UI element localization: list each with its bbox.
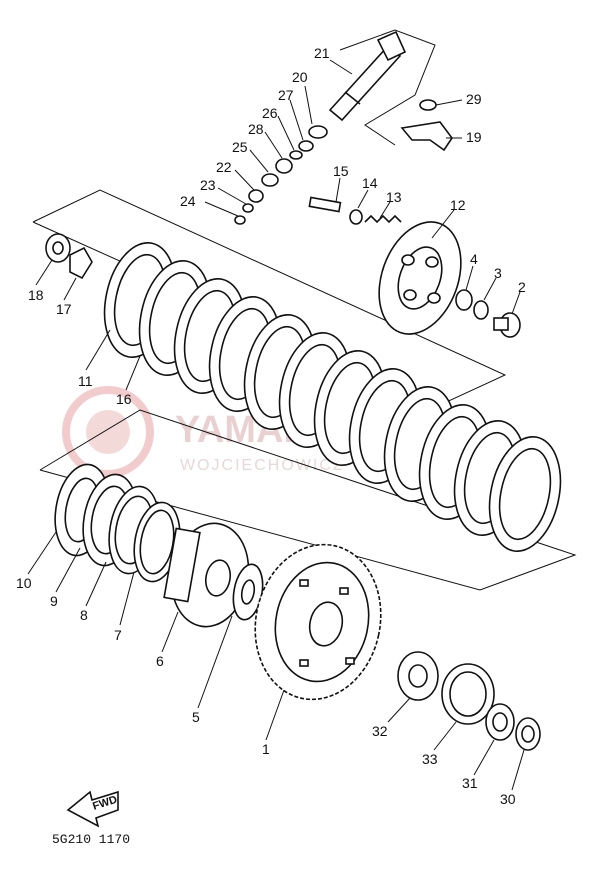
forward-arrow-icon: FWD (66, 790, 119, 828)
callout-30: 30 (500, 791, 516, 807)
clutch-plate-stack (103, 242, 562, 552)
callout-20: 20 (292, 69, 308, 85)
callout-15: 15 (333, 163, 349, 179)
callout-23: 23 (200, 177, 216, 193)
callout-29: 29 (466, 91, 482, 107)
lower-ring-stack (54, 463, 181, 583)
bolt-spring-set (308, 196, 402, 225)
callout-22: 22 (216, 159, 232, 175)
lock-plate-17 (69, 246, 93, 280)
callout-11: 11 (78, 373, 93, 389)
callout-13: 13 (386, 189, 402, 205)
watermark-logo-icon (62, 386, 154, 478)
callout-31: 31 (462, 775, 478, 791)
primary-driven-gear-1 (254, 543, 382, 701)
release-lever-19 (400, 99, 453, 152)
callout-24: 24 (180, 193, 196, 209)
washer-30 (515, 717, 541, 751)
callouts: 21 20 27 26 28 25 22 23 24 29 19 15 14 1… (16, 45, 526, 807)
callout-14: 14 (362, 175, 378, 191)
bearing-18 (45, 233, 71, 263)
callout-6: 6 (156, 653, 164, 669)
callout-3: 3 (494, 265, 502, 281)
pressure-plate-12 (378, 221, 462, 335)
spacer-32 (397, 651, 439, 701)
leader-lines (27, 59, 525, 791)
callout-2: 2 (518, 279, 526, 295)
callout-16: 16 (116, 391, 132, 407)
clutch-boss-6 (163, 522, 250, 628)
callout-8: 8 (80, 607, 88, 623)
watermark-shop: WOJCIECHOWICZ (180, 457, 345, 474)
drawing-code: 5G210 1170 (52, 832, 130, 847)
callout-7: 7 (114, 627, 122, 643)
washer-31 (485, 703, 515, 741)
nut-washer-bolt (455, 289, 521, 338)
callout-25: 25 (232, 139, 248, 155)
callout-17: 17 (56, 301, 72, 317)
callout-10: 10 (16, 575, 32, 591)
callout-27: 27 (278, 87, 294, 103)
callout-12: 12 (450, 197, 466, 213)
callout-5: 5 (192, 709, 200, 725)
callout-28: 28 (248, 121, 264, 137)
callout-18: 18 (28, 287, 44, 303)
callout-4: 4 (470, 251, 478, 267)
callout-19: 19 (466, 129, 482, 145)
thrust-washer-5 (232, 563, 264, 621)
push-rod-21 (328, 30, 407, 122)
callout-33: 33 (422, 751, 438, 767)
rod-hardware (234, 125, 328, 225)
callout-1: 1 (262, 741, 270, 757)
callout-32: 32 (372, 723, 388, 739)
callout-21: 21 (314, 45, 330, 61)
needle-bearing-33 (441, 663, 495, 725)
callout-26: 26 (262, 105, 278, 121)
callout-9: 9 (50, 593, 58, 609)
